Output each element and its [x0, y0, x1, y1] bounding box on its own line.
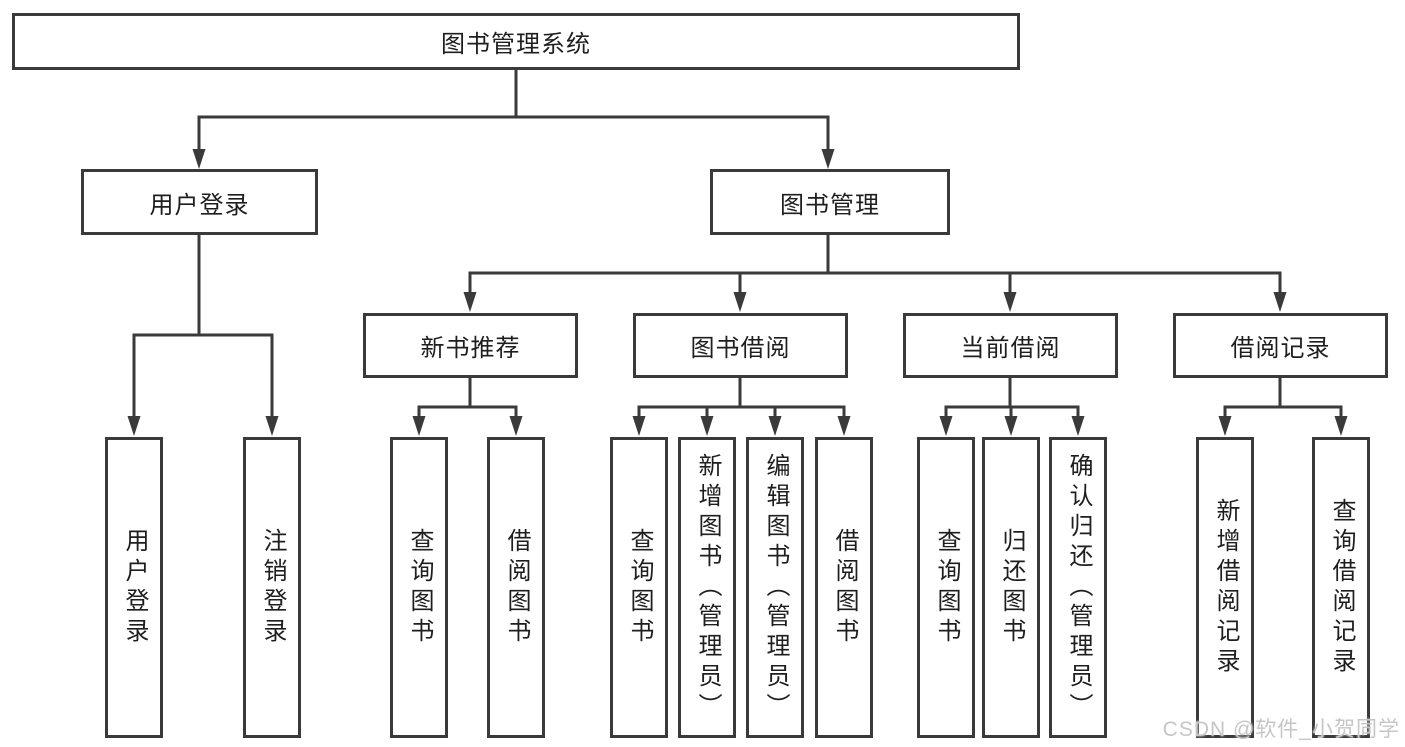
- node-user-login: 用户登录: [81, 169, 318, 235]
- leaf-return-book: 归还图书: [982, 437, 1040, 738]
- leaf-user-login: 用户登录: [105, 437, 163, 738]
- node-borrow-records: 借阅记录: [1173, 313, 1388, 378]
- leaf-label: 新增借阅记录: [1212, 497, 1239, 678]
- leaf-edit-book-admin: 编辑图书（管理员）: [746, 437, 804, 738]
- leaf-label: 新增图书（管理员）: [694, 452, 721, 723]
- leaf-label: 确认归还（管理员）: [1065, 452, 1092, 723]
- connector-root-to-level2: [192, 70, 835, 169]
- leaf-label: 查询图书: [626, 527, 653, 648]
- leaf-label: 归还图书: [998, 527, 1025, 648]
- connector-borrow-records-to-leaves: [1218, 378, 1348, 436]
- node-book-borrow: 图书借阅: [633, 313, 848, 378]
- leaf-query-book-3: 查询图书: [917, 437, 975, 738]
- node-book-management: 图书管理: [710, 169, 950, 235]
- leaf-borrow-book-2: 借阅图书: [815, 437, 873, 738]
- connector-current-borrow-to-leaves: [939, 378, 1085, 436]
- node-root-system: 图书管理系统: [12, 13, 1020, 70]
- leaf-label: 查询借阅记录: [1328, 497, 1355, 678]
- leaf-label: 用户登录: [121, 527, 148, 648]
- leaf-add-book-admin: 新增图书（管理员）: [678, 437, 736, 738]
- leaf-label: 查询图书: [933, 527, 960, 648]
- leaf-label: 查询图书: [406, 527, 433, 648]
- leaf-query-book-2: 查询图书: [610, 437, 668, 738]
- connector-book-borrow-to-leaves: [632, 378, 851, 436]
- connector-new-book-to-leaves: [412, 378, 523, 436]
- leaf-query-borrow-record: 查询借阅记录: [1312, 437, 1370, 738]
- leaf-label: 借阅图书: [503, 527, 530, 648]
- leaf-label: 编辑图书（管理员）: [762, 452, 789, 723]
- leaf-query-book-1: 查询图书: [390, 437, 448, 738]
- node-new-book-recommend: 新书推荐: [363, 313, 578, 378]
- leaf-add-borrow-record: 新增借阅记录: [1196, 437, 1254, 738]
- connector-user-login-to-leaves: [127, 235, 279, 436]
- csdn-watermark: CSDN @软件_小贺同学: [1162, 718, 1400, 741]
- leaf-confirm-return-admin: 确认归还（管理员）: [1049, 437, 1107, 738]
- node-current-borrow: 当前借阅: [903, 313, 1118, 378]
- leaf-borrow-book-1: 借阅图书: [487, 437, 545, 738]
- leaf-logout: 注销登录: [243, 437, 301, 738]
- leaf-label: 借阅图书: [831, 527, 858, 648]
- leaf-label: 注销登录: [259, 527, 286, 648]
- connector-book-mgmt-to-level3: [463, 235, 1287, 312]
